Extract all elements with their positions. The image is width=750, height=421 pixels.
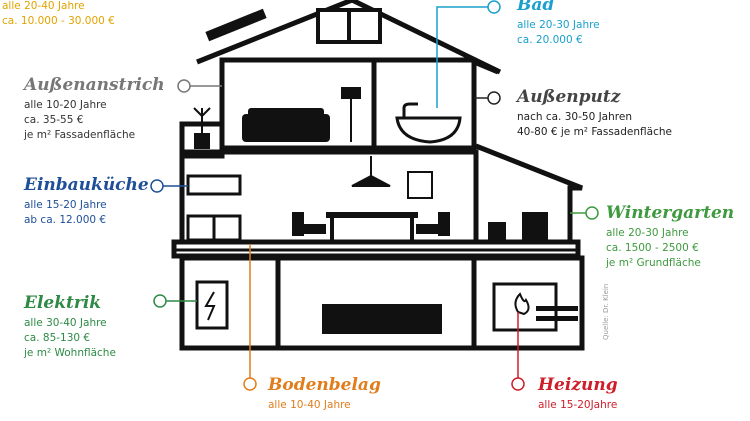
einbaukueche-title: Einbauküche <box>24 175 149 195</box>
sideboard-icon <box>322 304 442 334</box>
dach-line-2: ca. 10.000 - 30.000 € <box>2 15 115 27</box>
label-bodenbelag: Bodenbelag alle 10-40 Jahre <box>268 374 381 413</box>
aussenputz-line-1: nach ca. 30-50 Jahren <box>517 111 632 123</box>
connector-elektrik <box>153 294 167 308</box>
bathtub-icon <box>395 102 462 144</box>
pendant-lamp-icon <box>351 156 391 187</box>
label-elektrik: Elektrik alle 30-40 Jahre ca. 85-130 € j… <box>24 292 116 361</box>
bodenbelag-title: Bodenbelag <box>268 375 381 395</box>
aussenanstrich-line-3: je m² Fassadenfläche <box>24 129 136 141</box>
elektrik-line-2: ca. 85-130 € <box>24 332 91 344</box>
wintergarten-furniture-icon <box>488 212 548 242</box>
einbaukueche-line-1: alle 15-20 Jahre <box>24 199 107 211</box>
bad-title: Bad <box>517 0 555 15</box>
wintergarten-line-3: je m² Grundfläche <box>606 257 701 269</box>
plant-icon <box>193 107 211 149</box>
wintergarten-line-1: alle 20-30 Jahre <box>606 227 689 239</box>
electrical-panel-icon <box>195 280 229 330</box>
bad-line-1: alle 20-30 Jahre <box>517 19 600 31</box>
heizung-title: Heizung <box>538 375 618 395</box>
aussenanstrich-title: Außenanstrich <box>24 75 165 95</box>
connector-bodenbelag <box>243 377 257 391</box>
connector-einbaukueche <box>150 179 164 193</box>
label-aussenputz: Außenputz nach ca. 30-50 Jahren 40-80 € … <box>517 86 672 140</box>
label-einbaukueche: Einbauküche alle 15-20 Jahre ab ca. 12.0… <box>24 174 149 228</box>
dach-line-1: alle 20-40 Jahre <box>2 0 85 12</box>
kitchen-icon <box>186 174 242 242</box>
top-floor <box>219 57 499 151</box>
wintergarten-title: Wintergarten <box>606 203 735 223</box>
bodenbelag-line-1: alle 10-40 Jahre <box>268 399 351 411</box>
elektrik-line-1: alle 30-40 Jahre <box>24 317 107 329</box>
connector-lines <box>150 0 599 391</box>
connector-bad <box>487 0 501 14</box>
label-heizung: Heizung alle 15-20Jahre <box>538 374 618 413</box>
label-wintergarten: Wintergarten alle 20-30 Jahre ca. 1500 -… <box>606 202 734 271</box>
aussenanstrich-line-1: alle 10-20 Jahre <box>24 99 107 111</box>
connector-heizung <box>511 377 525 391</box>
dining-table-icon <box>292 212 450 240</box>
picture-frame-icon <box>407 171 433 199</box>
aussenputz-line-2: 40-80 € je m² Fassadenfläche <box>517 126 672 138</box>
label-aussenanstrich: Außenanstrich alle 10-20 Jahre ca. 35-55… <box>24 74 165 143</box>
solar-panel <box>205 8 267 42</box>
elektrik-title: Elektrik <box>24 293 102 313</box>
einbaukueche-line-2: ab ca. 12.000 € <box>24 214 107 226</box>
connector-aussenanstrich <box>177 79 191 93</box>
source-note: Quelle: Dr. Klein <box>602 283 610 340</box>
bad-line-2: ca. 20.000 € <box>517 34 583 46</box>
connector-aussenputz <box>487 91 501 105</box>
floor-lamp-icon <box>341 87 361 142</box>
heizung-line-1: alle 15-20Jahre <box>538 399 618 411</box>
aussenputz-title: Außenputz <box>517 87 621 107</box>
connector-wintergarten <box>585 206 599 220</box>
label-dach: alle 20-40 Jahre ca. 10.000 - 30.000 € <box>2 0 115 29</box>
label-bad: Bad alle 20-30 Jahre ca. 20.000 € <box>517 0 600 48</box>
aussenanstrich-line-2: ca. 35-55 € <box>24 114 84 126</box>
basement <box>179 255 585 351</box>
elektrik-line-3: je m² Wohnfläche <box>24 347 116 359</box>
wintergarten-line-2: ca. 1500 - 2500 € <box>606 242 699 254</box>
bed-icon <box>242 108 330 142</box>
